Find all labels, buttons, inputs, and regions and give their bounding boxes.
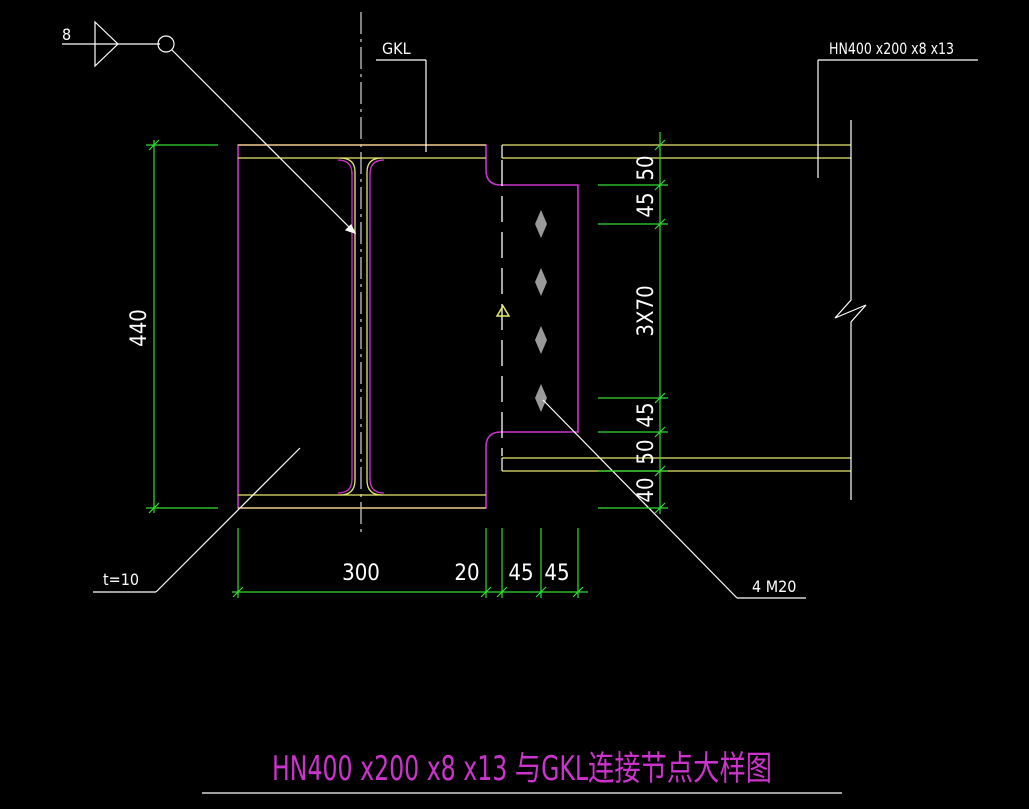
weld-number: 8 <box>62 25 71 44</box>
dim-right-50-top: 50 <box>634 155 659 180</box>
hn-beam <box>501 120 867 500</box>
bolt <box>535 210 547 238</box>
gkl-label: GKL <box>382 39 411 58</box>
bolt <box>535 268 547 296</box>
dim-right-45-bottom: 45 <box>634 402 659 427</box>
gkl-leader <box>376 59 427 152</box>
drawing-title: HN400 x200 x8 x13 与GKL连接节点大样图 <box>272 749 772 789</box>
dim-bottom <box>232 528 588 598</box>
plate-thickness-leader <box>93 447 301 593</box>
bolt-label: 4 M20 <box>752 577 796 596</box>
gkl-section <box>237 144 579 509</box>
dim-45-a: 45 <box>508 561 533 586</box>
weld-symbol <box>62 20 357 235</box>
marker-triangle <box>495 304 511 317</box>
bolt <box>535 326 547 354</box>
dim-45-b: 45 <box>544 561 569 586</box>
dim-right-45-top: 45 <box>634 192 659 217</box>
dim-right <box>598 132 668 514</box>
bolt-leader <box>542 399 806 599</box>
dim-300: 300 <box>342 561 380 586</box>
dim-right-3x70: 3X70 <box>634 285 659 336</box>
beam-spec-leader <box>817 59 978 178</box>
bolt-group <box>535 210 547 412</box>
plate-thickness-label: t=10 <box>103 570 139 589</box>
beam-spec-label: HN400 x200 x8 x13 <box>829 39 954 58</box>
dim-right-50-bottom: 50 <box>634 439 659 464</box>
dim-440: 440 <box>127 309 152 347</box>
dim-20: 20 <box>454 561 479 586</box>
dim-overall-height <box>146 139 218 514</box>
bolt <box>535 384 547 412</box>
dim-right-40: 40 <box>634 477 659 502</box>
